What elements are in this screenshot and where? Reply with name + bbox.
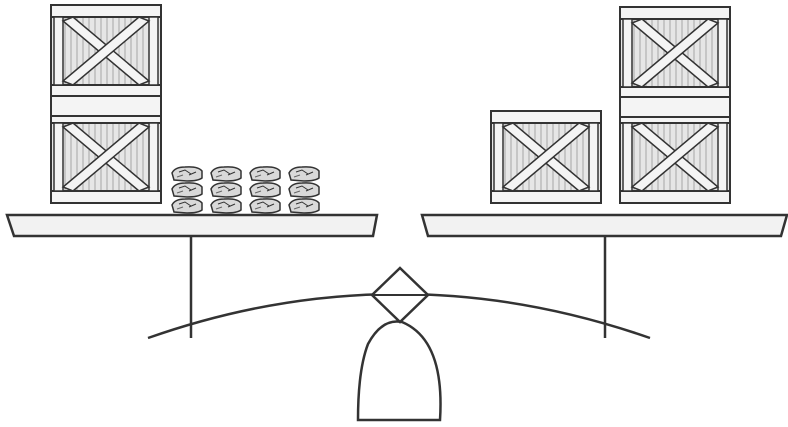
weight — [171, 182, 203, 198]
weight — [171, 166, 203, 182]
weight — [288, 166, 320, 182]
weight — [249, 198, 281, 214]
right-crate-stack — [619, 6, 731, 204]
crate — [619, 110, 731, 204]
weight — [210, 198, 242, 214]
weight — [288, 182, 320, 198]
weight — [249, 166, 281, 182]
weight — [288, 198, 320, 214]
weight — [171, 198, 203, 214]
left-crate-stack — [50, 4, 162, 204]
weight-stack — [249, 166, 281, 214]
right-single-crate — [490, 110, 602, 204]
crate — [50, 110, 162, 204]
weight — [249, 182, 281, 198]
weight-stack — [288, 166, 320, 214]
weight — [210, 182, 242, 198]
left-pan — [5, 213, 379, 238]
scale-base — [356, 320, 442, 422]
weight-stack — [171, 166, 203, 214]
crate — [619, 6, 731, 100]
right-pan — [420, 213, 788, 238]
crate — [50, 4, 162, 98]
weight — [210, 166, 242, 182]
weight-stacks — [171, 166, 320, 214]
crate — [490, 110, 602, 204]
weight-stack — [210, 166, 242, 214]
